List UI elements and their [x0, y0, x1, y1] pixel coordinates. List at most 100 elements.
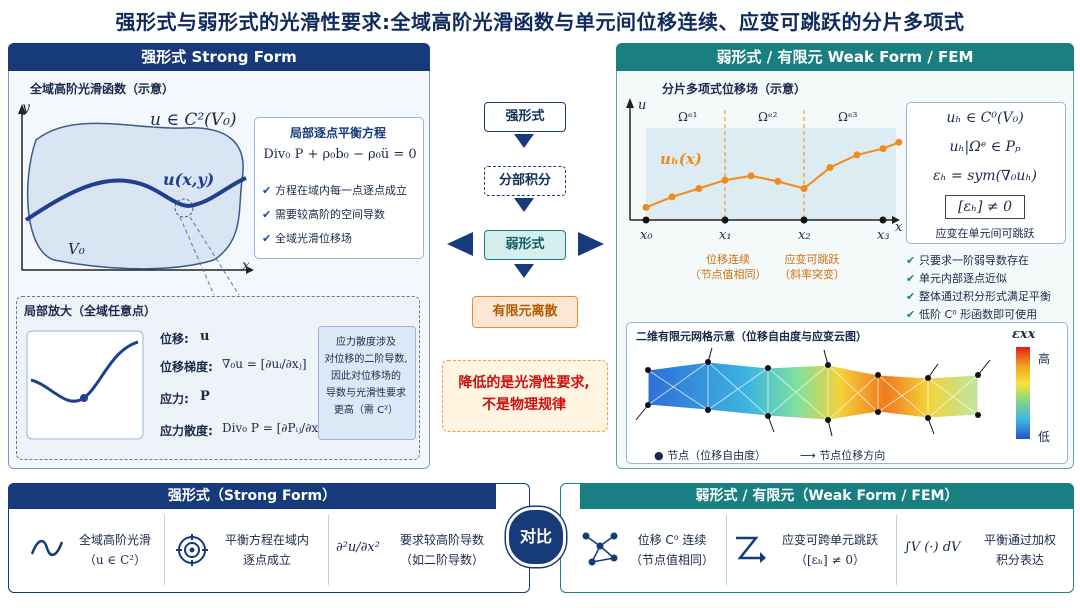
note-line: 因此对位移场的	[331, 371, 401, 382]
vs-badge: 对比	[506, 507, 566, 567]
continuity-note: 位移连续 （节点值相同）	[688, 252, 768, 282]
note-text: 应力散度涉及 对位移的二阶导数, 因此对位移场的 导数与光滑性要求 更高（需 C…	[318, 334, 414, 419]
check-icon: ✔	[906, 254, 920, 267]
check-text: 方程在域内每一点逐点成立	[275, 184, 408, 197]
item-line: 全域高阶光滑	[78, 533, 151, 547]
zoom-title: 局部放大（全域任意点）	[24, 304, 157, 318]
formula-line: uₕ|Ωᵉ ∈ Pₚ	[949, 139, 1021, 155]
note-box	[318, 326, 416, 440]
note-line: 应变可跳跃	[784, 253, 840, 266]
target-icon	[176, 534, 208, 566]
colorbar-low: 低	[1038, 430, 1051, 444]
jump-formula: [εₕ] ≠ 0	[945, 195, 1025, 219]
note-line: 位移连续	[706, 253, 750, 266]
item-line: （如二阶导数）	[399, 553, 484, 567]
bottom-item-pointwise: 平衡方程在域内 逐点成立	[212, 530, 322, 570]
uh-point	[668, 193, 676, 201]
network-nodes-icon	[582, 532, 618, 566]
flow-strong-form: 强形式	[484, 102, 566, 132]
arrow-right-icon	[578, 232, 604, 256]
weak-check-1: ✔ 只要求一阶弱导数存在	[906, 252, 1029, 268]
gradient-value: ∇₀u = [∂uᵢ/∂xⱼ]	[222, 357, 307, 371]
balance-check-1: ✔ 方程在域内每一点逐点成立	[262, 182, 407, 198]
formula-line: uₕ ∈ C⁰(V₀)	[946, 110, 1024, 126]
node-label: x₁	[719, 228, 732, 243]
item-line: （[εₕ] ≠ 0）	[794, 553, 866, 567]
bottom-weak-header: 弱形式 / 有限元（Weak Form / FEM）	[580, 483, 1074, 509]
second-derivative-symbol: ∂²u/∂x²	[336, 540, 380, 555]
legend-node: ● 节点（位移自由度）	[654, 447, 766, 463]
check-text: 需要较高阶的空间导数	[275, 208, 386, 221]
balance-check-2: ✔ 需要较高阶的空间导数	[262, 206, 385, 222]
check-icon: ✔	[906, 272, 920, 285]
smooth-function-subtitle: 全域高阶光滑函数（示意）	[30, 82, 175, 96]
bottom-item-continuity: 位移 C⁰ 连续 （节点值相同）	[624, 530, 720, 570]
weak-check-2: ✔ 单元内部逐点近似	[906, 270, 1007, 286]
uh-point	[826, 164, 834, 171]
node-marker	[800, 216, 808, 224]
gradient-label: 位移梯度:	[160, 360, 213, 374]
item-line: 平衡方程在域内	[224, 533, 309, 547]
zoom-plot	[26, 330, 144, 440]
weak-check-4: ✔ 低阶 C⁰ 形函数即可使用	[906, 306, 1037, 322]
jump-note: 应变可跳跃 （斜率突变）	[770, 252, 854, 282]
bottom-item-integral: 平衡通过加权 积分表达	[972, 530, 1068, 570]
arrow-down-icon	[514, 198, 534, 212]
stress-label: 应力:	[160, 392, 189, 406]
check-icon: ✔	[906, 290, 920, 303]
uh-label: uₕ(x)	[660, 150, 702, 168]
check-icon: ✔	[262, 232, 276, 245]
check-text: 单元内部逐点近似	[919, 272, 1008, 285]
x-axis-label: x	[895, 220, 903, 235]
node-dot-icon: ●	[654, 449, 668, 462]
node-marker	[721, 216, 729, 224]
page-title: 强形式与弱形式的光滑性要求:全域高阶光滑函数与单元间位移连续、应变可跳跃的分片多…	[115, 10, 965, 34]
element-region	[646, 128, 896, 220]
divider	[726, 515, 727, 585]
legend-text: 节点位移方向	[819, 449, 886, 462]
divergence-value: Div₀ P = [∂Pᵢⱼ/∂xⱼ]	[222, 421, 327, 435]
formula-card	[906, 102, 1066, 244]
item-line: 平衡通过加权	[983, 533, 1056, 547]
uh-point	[853, 151, 861, 159]
legend-arrow: ⟶ 节点位移方向	[800, 447, 885, 463]
weak-check-3: ✔ 整体通过积分形式满足平衡	[906, 288, 1051, 304]
domain-label: V₀	[68, 240, 85, 258]
colorbar-high: 高	[1038, 352, 1051, 366]
arrow-down-icon	[514, 134, 534, 148]
check-text: 整体通过积分形式满足平衡	[919, 290, 1052, 303]
formula-line: εₕ = sym(∇₀uₕ)	[933, 168, 1037, 184]
check-icon: ✔	[906, 308, 920, 321]
jump-icon	[736, 536, 766, 563]
element-label: Ωᵉ³	[838, 110, 858, 124]
mesh-plot	[635, 347, 991, 437]
y-axis-label: y	[22, 100, 30, 116]
highlight-box	[442, 360, 608, 432]
formula-caption: 应变在单元间可跳跃	[935, 227, 1035, 240]
uh-point	[695, 185, 703, 192]
colorbar	[1016, 347, 1030, 439]
piecewise-subtitle: 分片多项式位移场（示意）	[662, 82, 807, 96]
smooth-wave-icon	[30, 540, 64, 556]
function-label: u(x,y)	[163, 170, 215, 189]
node-label: x₃	[877, 228, 890, 243]
bottom-strong-header: 强形式（Strong Form）	[8, 483, 496, 509]
node-label: x₂	[798, 228, 811, 243]
smooth-function-plot	[18, 104, 254, 274]
divider	[328, 515, 329, 585]
mesh-title: 二维有限元网格示意（位移自由度与应变云图）	[636, 330, 867, 343]
note-line: 对位移的二阶导数,	[324, 354, 408, 365]
item-line: 逐点成立	[242, 553, 291, 567]
balance-check-3: ✔ 全域光滑位移场	[262, 230, 352, 246]
balance-equation: Div₀ P + ρ₀b₀ − ρ₀ü = 0	[263, 147, 417, 162]
check-icon: ✔	[262, 184, 276, 197]
note-line: （节点值相同）	[689, 268, 767, 281]
item-line: 位移 C⁰ 连续	[637, 533, 707, 547]
check-text: 只要求一阶弱导数存在	[919, 254, 1030, 267]
note-line: 导数与光滑性要求	[326, 388, 406, 399]
element-label: Ωᵉ²	[758, 110, 778, 124]
uh-point	[642, 203, 650, 211]
bottom-item-jump: 应变可跨单元跳跃 （[εₕ] ≠ 0）	[768, 530, 892, 570]
balance-title: 局部逐点平衡方程	[289, 126, 386, 140]
uh-point	[721, 176, 729, 184]
